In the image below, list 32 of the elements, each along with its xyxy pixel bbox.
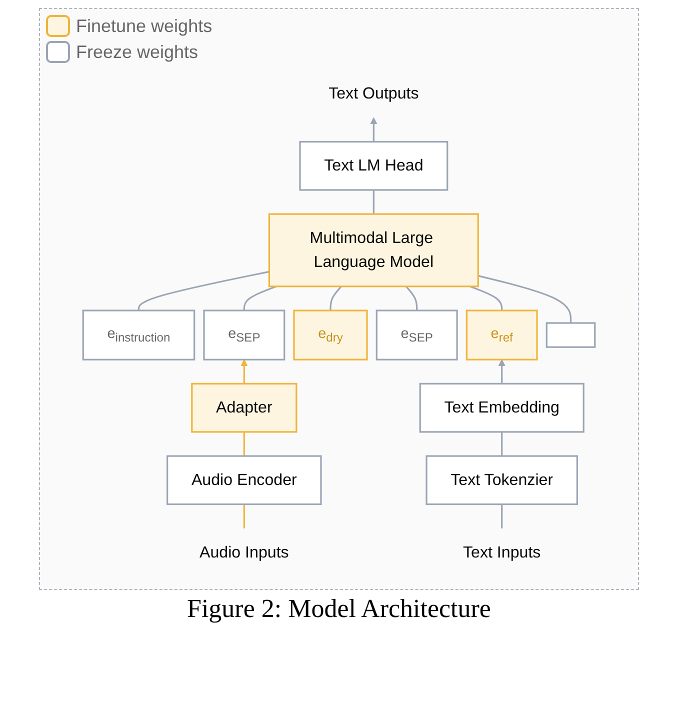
arrow xyxy=(370,117,378,142)
node-box xyxy=(546,322,596,348)
node-box: Audio Encoder xyxy=(166,455,322,506)
connector xyxy=(405,286,418,310)
node-box: Text LM Head xyxy=(299,140,448,191)
connector xyxy=(138,270,270,310)
connector xyxy=(470,286,503,310)
node-box: e$_{ref}$ xyxy=(466,310,538,360)
node-box: e$_{dry}$ xyxy=(293,310,368,360)
connector xyxy=(501,504,503,528)
node-box: Text Tokenzier xyxy=(426,455,578,506)
connector xyxy=(243,504,245,528)
arrow xyxy=(498,359,506,384)
node-text: Audio Inputs xyxy=(199,544,289,562)
connector xyxy=(372,190,374,214)
connector xyxy=(243,432,245,456)
node-text: Text Outputs xyxy=(328,84,419,102)
node-box: Multimodal Large Language Model xyxy=(268,213,479,288)
node-box: e$_{SEP}$ xyxy=(203,310,286,360)
connector xyxy=(478,275,572,323)
legend-label: Freeze weights xyxy=(76,42,198,62)
node-text: Text Inputs xyxy=(462,544,541,562)
node-box: e$_{SEP}$ xyxy=(376,310,458,360)
connector xyxy=(501,432,503,456)
legend-label: Finetune weights xyxy=(76,16,212,36)
figure-caption: Figure 2: Model Architecture xyxy=(186,594,492,624)
node-box: e$_{instruction}$ xyxy=(82,310,196,360)
connector xyxy=(330,286,342,310)
connector xyxy=(243,286,277,310)
node-box: Adapter xyxy=(191,382,298,433)
node-box: Text Embedding xyxy=(419,382,584,433)
arrow xyxy=(240,359,248,384)
